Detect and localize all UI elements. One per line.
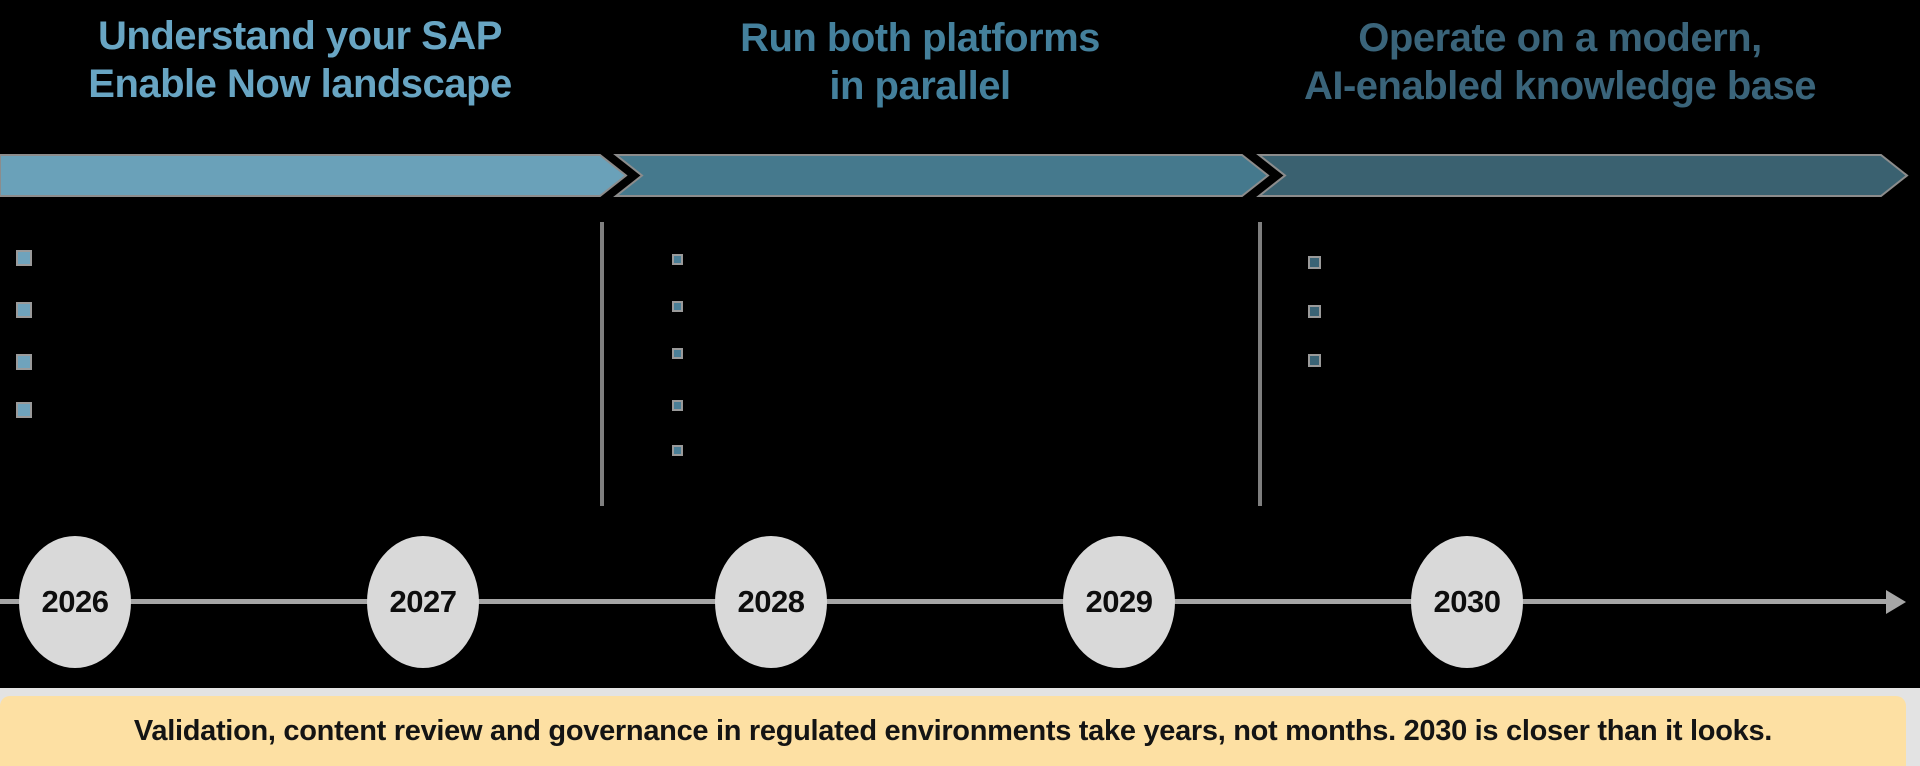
year-label: 2030	[1433, 584, 1501, 619]
timeline-node-2029: 2029	[1063, 536, 1175, 668]
bullet-marker	[672, 301, 683, 312]
phase-2-title-line-2: in parallel	[829, 64, 1011, 108]
phase-2-title: Run both platforms in parallel	[630, 14, 1210, 110]
bullet-marker	[16, 302, 32, 318]
bullet-marker	[1308, 354, 1321, 367]
bullet-marker	[16, 354, 32, 370]
timeline-node-2028: 2028	[715, 536, 827, 668]
timeline-node-2030: 2030	[1411, 536, 1523, 668]
bullet-marker	[672, 400, 683, 411]
bullet-marker	[16, 250, 32, 266]
phase-1-title-line-2: Enable Now landscape	[88, 62, 512, 106]
phase-1-arrow	[0, 154, 628, 197]
bullet-marker	[672, 348, 683, 359]
timeline-axis	[0, 599, 1888, 604]
phase-1-title: Understand your SAP Enable Now landscape	[10, 12, 590, 108]
callout-banner: Validation, content review and governanc…	[0, 696, 1906, 766]
phase-3-title: Operate on a modern, AI-enabled knowledg…	[1265, 14, 1855, 110]
year-label: 2028	[737, 584, 805, 619]
timeline-node-2026: 2026	[19, 536, 131, 668]
callout-banner-text: Validation, content review and governanc…	[133, 714, 1773, 747]
timeline-node-2027: 2027	[367, 536, 479, 668]
bullet-marker	[1308, 305, 1321, 318]
bullet-marker	[16, 402, 32, 418]
column-divider-2	[1258, 222, 1262, 506]
year-label: 2026	[41, 584, 109, 619]
phase-2-title-line-1: Run both platforms	[740, 16, 1100, 60]
year-label: 2027	[389, 584, 457, 619]
phase-3-arrow	[1256, 154, 1909, 197]
timeline-arrowhead-icon	[1886, 590, 1906, 614]
phase-3-title-line-2: AI-enabled knowledge base	[1303, 64, 1817, 108]
column-divider-1	[600, 222, 604, 506]
bullet-marker	[672, 254, 683, 265]
phase-2-arrow	[613, 154, 1270, 197]
phase-3-title-line-1: Operate on a modern,	[1358, 16, 1762, 60]
bullet-marker	[672, 445, 683, 456]
phase-1-title-line-1: Understand your SAP	[98, 14, 502, 58]
year-label: 2029	[1085, 584, 1153, 619]
bullet-marker	[1308, 256, 1321, 269]
